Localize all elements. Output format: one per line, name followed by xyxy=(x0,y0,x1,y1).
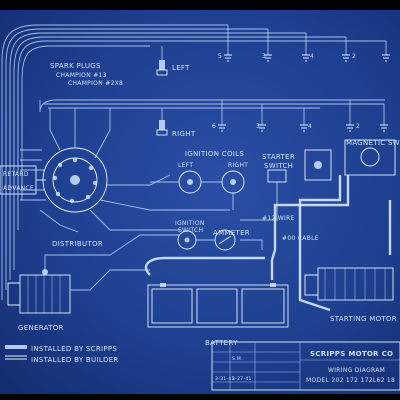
label-wire-12: #12 WIRE xyxy=(262,215,295,222)
heavy-cables xyxy=(144,175,392,312)
label-spark-plugs: SPARK PLUGS xyxy=(50,62,101,70)
spark-plug-right xyxy=(156,108,168,136)
label-champion-1: CHAMPION #13 xyxy=(56,72,107,79)
label-champion-2: CHAMPION #2X8 xyxy=(68,80,123,87)
timing-lever xyxy=(0,165,46,195)
legend-swatches xyxy=(5,345,27,360)
ignition-coil-right xyxy=(201,170,245,210)
cyl-mid-3: 4 xyxy=(308,123,312,130)
starter-switch xyxy=(240,169,287,221)
label-ignition-coils: IGNITION COILS xyxy=(185,150,244,158)
label-starting-motor: STARTING MOTOR xyxy=(330,315,397,323)
label-retard: RETARD xyxy=(3,171,29,178)
title-line-1: WIRING DIAGRAM xyxy=(328,367,385,374)
label-ignition-switch-2: SWITCH xyxy=(178,227,203,234)
title-rev-1-date: S.M. xyxy=(232,356,243,362)
label-distributor: DISTRIBUTOR xyxy=(52,240,103,248)
cyl-top-1: 5 xyxy=(218,53,222,60)
label-generator: GENERATOR xyxy=(18,324,64,332)
title-rev-3-date: 3-27-41 xyxy=(232,376,252,382)
label-coil-left: LEFT xyxy=(178,162,193,169)
legend-installed-scripps: INSTALLED BY SCRIPPS xyxy=(31,345,117,353)
cyl-mid-4: 2 xyxy=(356,123,360,130)
battery xyxy=(147,283,289,328)
label-cable-00: #00 CABLE xyxy=(282,235,319,242)
label-starter-switch-1: STARTER xyxy=(262,153,295,161)
starting-motor xyxy=(304,267,394,301)
magnetic-switch xyxy=(304,139,396,181)
blueprint-paper xyxy=(0,10,400,394)
cyl-top-4: 2 xyxy=(352,53,356,60)
spark-plug-left xyxy=(156,46,168,76)
label-starter-switch-2: SWITCH xyxy=(264,162,293,170)
label-left: LEFT xyxy=(172,64,190,72)
ground-symbols xyxy=(218,54,390,132)
label-coil-right: RIGHT xyxy=(228,162,248,169)
label-ignition-switch-1: IGNITION xyxy=(175,220,205,227)
cable-harness xyxy=(1,24,387,300)
title-company: SCRIPPS MOTOR CO xyxy=(310,350,393,358)
label-magnetic-switch: MAGNETIC SWITCH xyxy=(346,139,400,147)
label-ammeter: AMMETER xyxy=(213,229,250,237)
cyl-top-3: 4 xyxy=(310,53,314,60)
title-block xyxy=(211,341,400,391)
distributor xyxy=(20,108,230,233)
cyl-mid-2: 3 xyxy=(256,123,260,130)
title-rev-2-date: 3-31-41 xyxy=(215,376,235,382)
label-battery: BATTERY xyxy=(205,339,238,347)
cyl-mid-1: 6 xyxy=(212,123,216,130)
title-line-2: MODEL 202 172 172L62 18 xyxy=(306,377,395,384)
cyl-top-2: 3 xyxy=(262,53,266,60)
label-advance: ADVANCE xyxy=(3,185,34,192)
legend-installed-builder: INSTALLED BY BUILDER xyxy=(31,356,119,364)
generator xyxy=(7,234,180,314)
label-right: RIGHT xyxy=(172,130,196,138)
